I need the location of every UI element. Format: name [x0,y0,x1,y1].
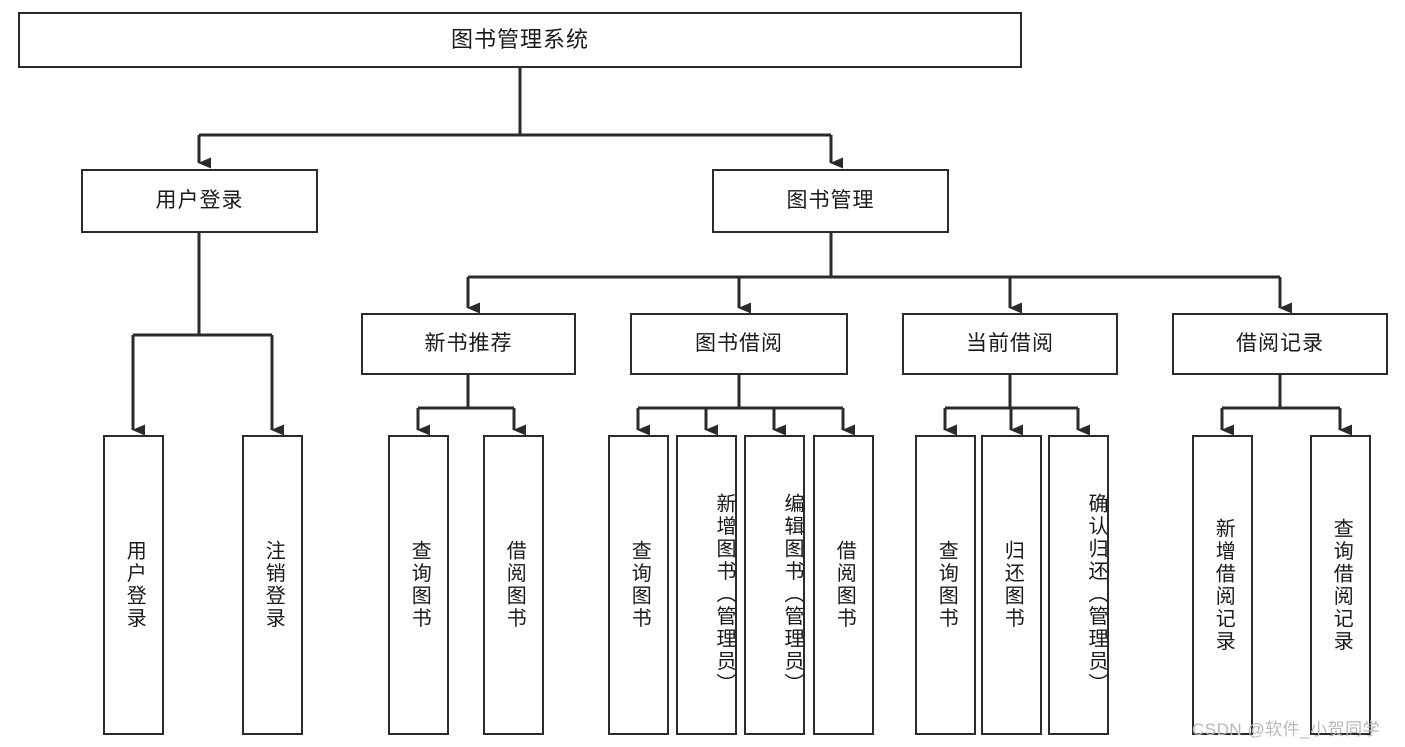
leaf-edit-book-admin[interactable]: 编辑图书（管理员） [744,435,805,735]
watermark-text: CSDN @软件_小贺同学 [1192,720,1381,739]
leaf-query-book-new[interactable]: 查询图书 [388,435,449,735]
node-book-management[interactable]: 图书管理 [712,169,949,233]
leaf-query-borrow-record[interactable]: 查询借阅记录 [1310,435,1371,735]
node-borrow-record[interactable]: 借阅记录 [1172,313,1388,375]
leaf-return-book[interactable]: 归还图书 [981,435,1042,735]
node-book-borrow[interactable]: 图书借阅 [630,313,848,375]
node-root[interactable]: 图书管理系统 [18,12,1022,68]
leaf-borrow-book[interactable]: 借阅图书 [813,435,874,735]
leaf-logout[interactable]: 注销登录 [242,435,303,735]
leaf-user-login[interactable]: 用户登录 [103,435,164,735]
node-user-login[interactable]: 用户登录 [81,169,318,233]
leaf-query-book-current[interactable]: 查询图书 [915,435,976,735]
leaf-query-book-borrow[interactable]: 查询图书 [608,435,669,735]
leaf-add-borrow-record[interactable]: 新增借阅记录 [1192,435,1253,735]
node-new-book-recommend[interactable]: 新书推荐 [361,313,576,375]
node-current-borrow[interactable]: 当前借阅 [902,313,1118,375]
leaf-confirm-return-admin[interactable]: 确认归还（管理员） [1048,435,1109,735]
leaf-borrow-book-new[interactable]: 借阅图书 [483,435,544,735]
leaf-add-book-admin[interactable]: 新增图书（管理员） [676,435,737,735]
